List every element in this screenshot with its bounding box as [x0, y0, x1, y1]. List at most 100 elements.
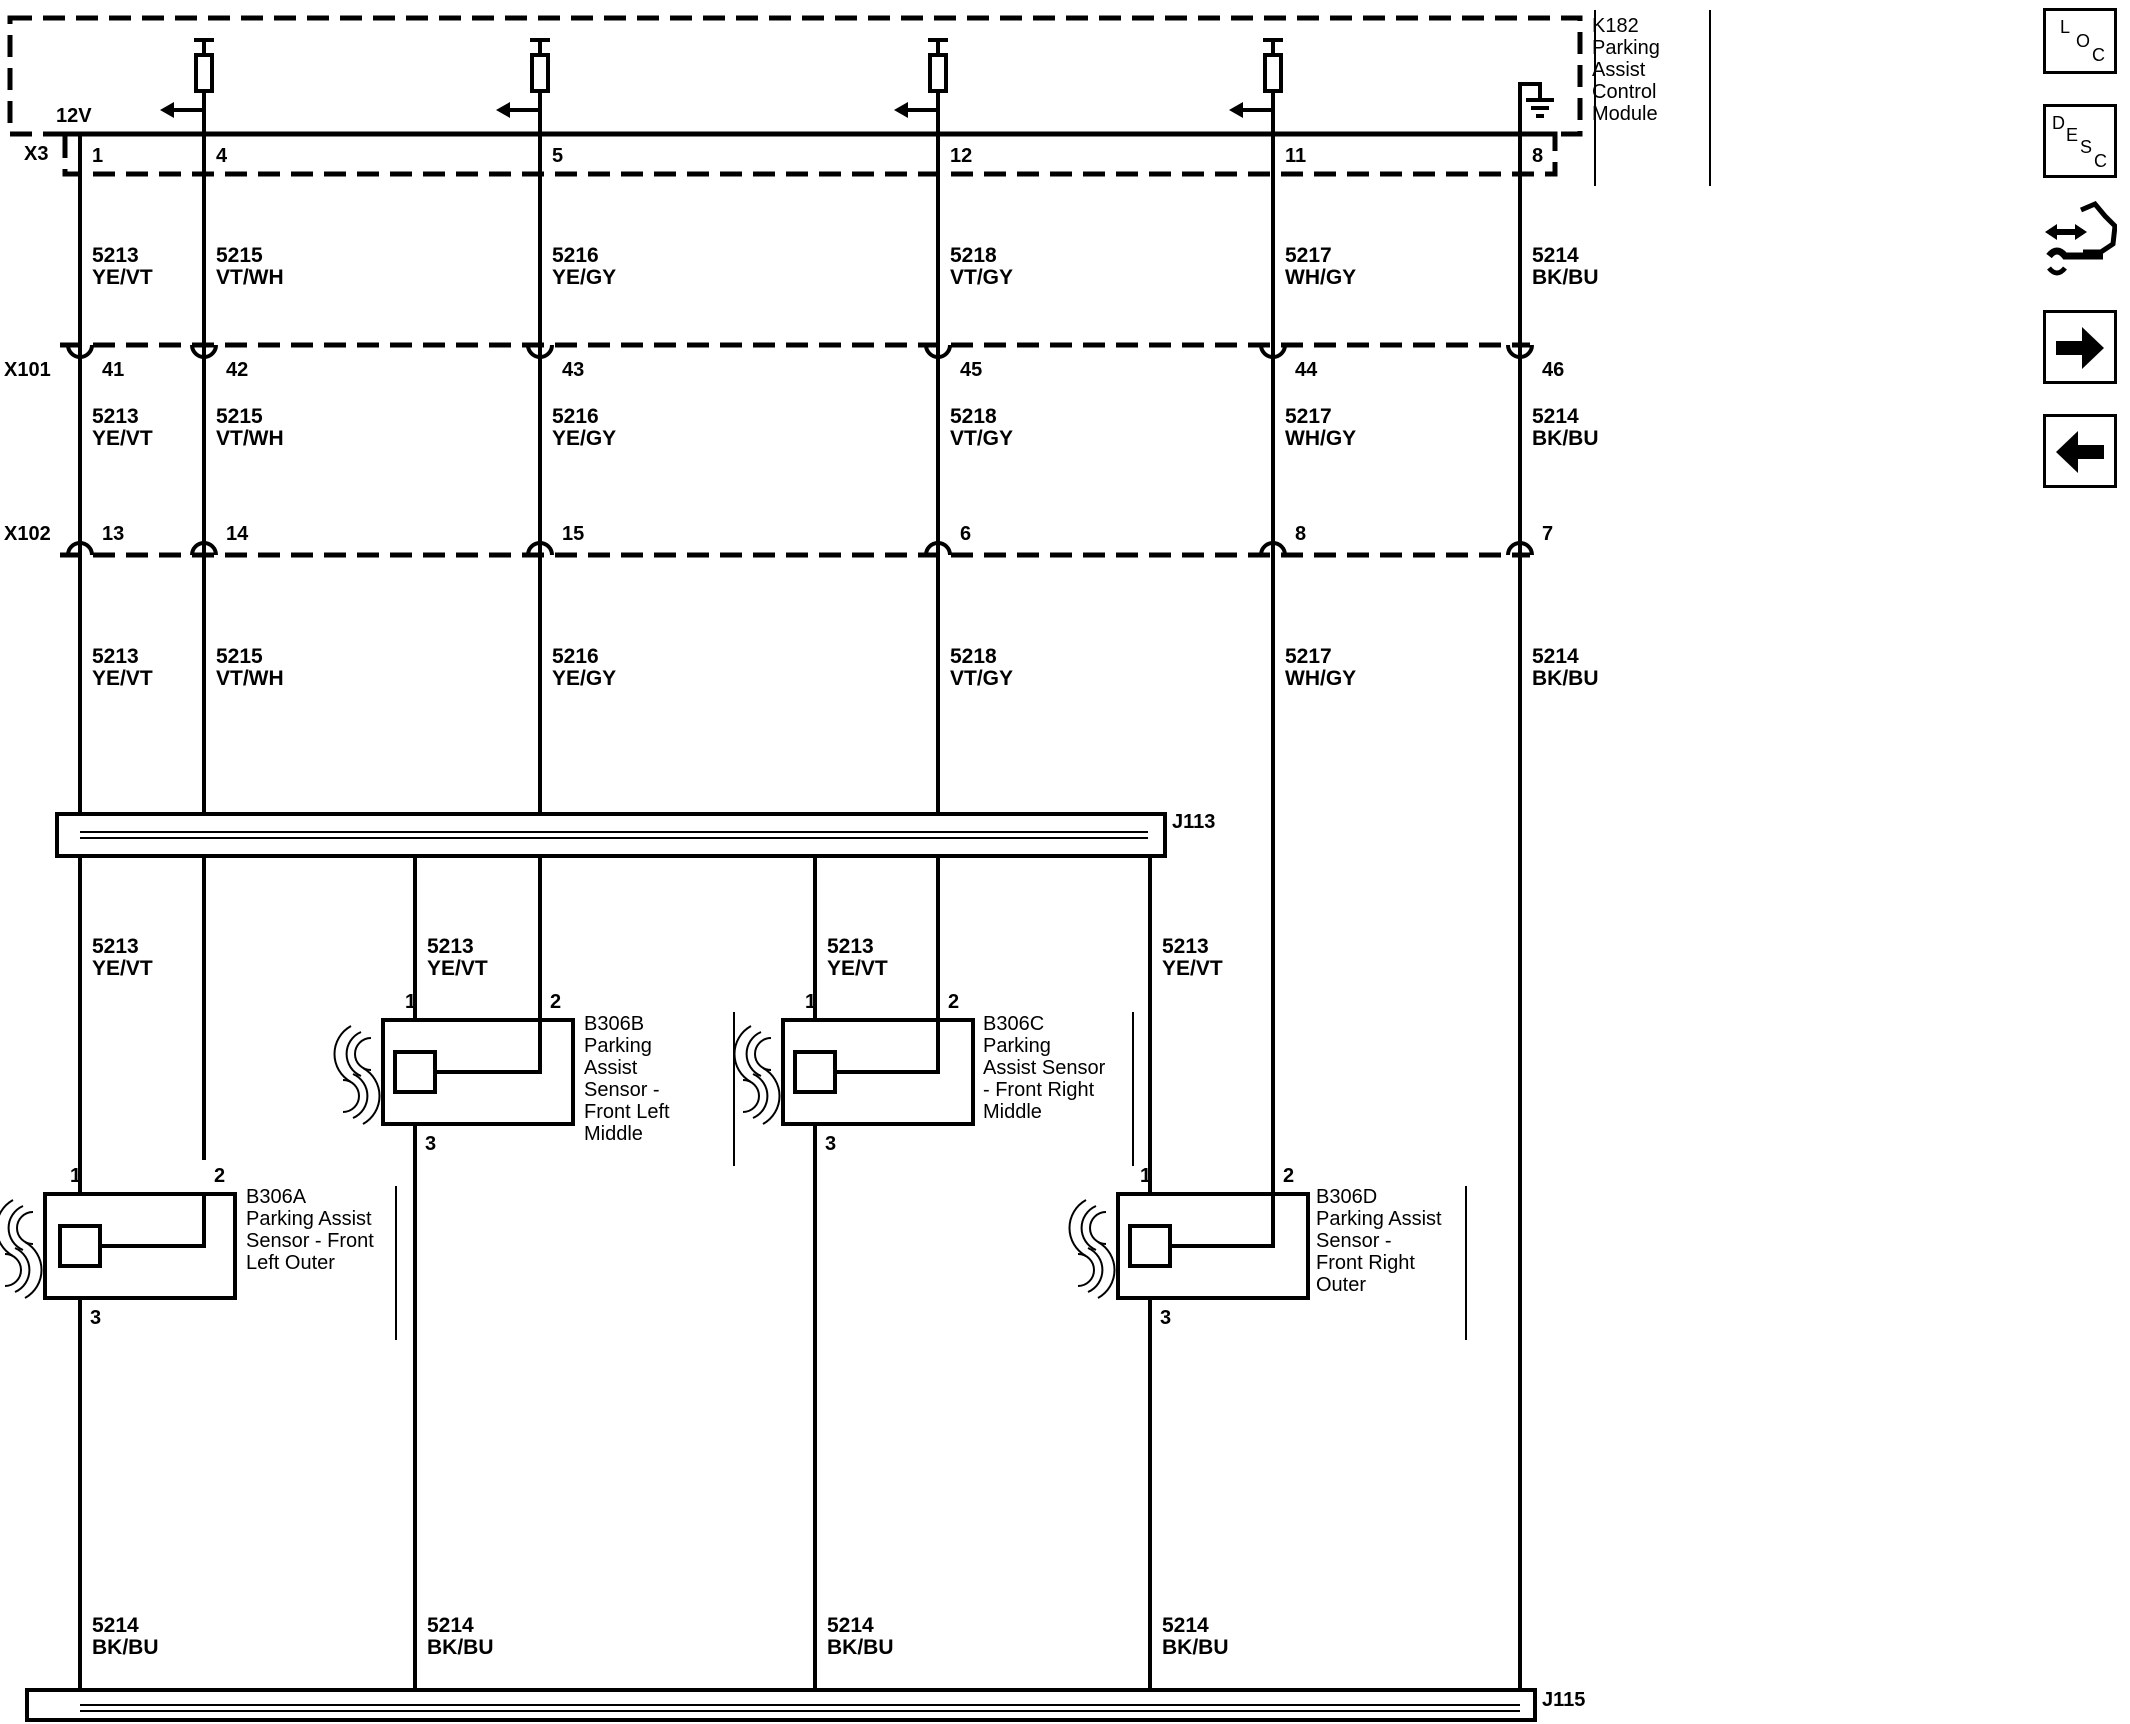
transducer-icon — [58, 1224, 102, 1268]
x102-pin-label: 6 — [960, 523, 971, 545]
circuit-color: YE/VT — [92, 667, 153, 690]
sensor-desc-line: Parking — [584, 1035, 652, 1057]
module-name-line: Parking — [1592, 37, 1660, 59]
circuit-color: WH/GY — [1285, 427, 1356, 450]
circuit-color: BK/BU — [1532, 667, 1599, 690]
sensor-desc-line: Sensor - Front — [246, 1230, 374, 1252]
next-button[interactable] — [2043, 310, 2117, 384]
circuit-number: 5216 — [552, 645, 599, 668]
ground-icon — [1518, 82, 1554, 160]
circuit-color: VT/WH — [216, 266, 284, 289]
sensor-desc-line: Front Left — [584, 1101, 670, 1123]
transducer-icon — [393, 1050, 437, 1094]
ground-circuit-color: BK/BU — [1162, 1636, 1229, 1659]
x101-pin-label: 45 — [960, 359, 982, 381]
module-pin-label: 4 — [216, 145, 228, 167]
connector-pin-x102 — [924, 541, 952, 556]
connector-pin-x101 — [190, 344, 218, 359]
loc-button[interactable]: L O C — [2043, 8, 2117, 74]
connector-pin-x102 — [1506, 541, 1534, 556]
ultrasonic-send-icon — [733, 1025, 772, 1083]
connector-pin-x102 — [190, 541, 218, 556]
branch-circuit-number: 5213 — [1162, 935, 1209, 958]
pullup-resistor-icon — [160, 38, 214, 118]
connector-label: X101 — [4, 359, 51, 381]
x101-pin-label: 41 — [102, 359, 124, 381]
circuit-color: VT/GY — [950, 266, 1013, 289]
circuit-number: 5213 — [92, 244, 139, 267]
branch-circuit-number: 5213 — [427, 935, 474, 958]
sensor-ref: B306A — [246, 1186, 307, 1208]
ground-circuit-color: BK/BU — [92, 1636, 159, 1659]
connector-pin-x102 — [66, 541, 94, 556]
module-internal-circuits — [160, 38, 1554, 160]
ultrasonic-receive-icon — [342, 1067, 381, 1125]
circuit-number: 5214 — [1532, 645, 1579, 668]
circuit-color: YE/GY — [552, 427, 616, 450]
x102-pin-label: 15 — [562, 523, 584, 545]
ground-circuit-number: 5214 — [92, 1614, 139, 1637]
connector-pins — [66, 344, 1534, 556]
sensor-pin-label: 2 — [214, 1165, 225, 1187]
ultrasonic-receive-icon — [4, 1241, 43, 1299]
circuit-color: VT/WH — [216, 427, 284, 450]
connector-end-view-icon — [2045, 200, 2117, 276]
sensor-pin-label: 1 — [1140, 1165, 1151, 1187]
svg-text:L: L — [2060, 17, 2070, 37]
ground-circuit-number: 5214 — [1162, 1614, 1209, 1637]
svg-text:O: O — [2076, 31, 2090, 51]
branch-circuit-color: YE/VT — [1162, 957, 1223, 980]
desc-button[interactable]: D E S C — [2043, 104, 2117, 178]
x101-pin-label: 42 — [226, 359, 248, 381]
connector-pin-x101 — [526, 344, 554, 359]
wire-group — [75, 110, 1522, 1710]
svg-text:C: C — [2094, 151, 2107, 171]
k182-module: K182 Parking Assist Control Module X3 12… — [7, 10, 1711, 186]
transducer-icon — [1128, 1224, 1172, 1268]
module-pin-label: 11 — [1285, 145, 1306, 167]
circuit-number: 5215 — [216, 405, 263, 428]
sensor-pin-label: 3 — [90, 1307, 101, 1329]
x101-pin-label: 44 — [1295, 359, 1318, 381]
sensor-desc-line: Middle — [584, 1123, 643, 1145]
module-pin-label: 8 — [1532, 145, 1543, 167]
previous-button[interactable] — [2043, 414, 2117, 488]
signal-trace — [835, 1020, 940, 1074]
ultrasonic-send-icon — [1068, 1199, 1107, 1257]
connector-pin-x101 — [1506, 344, 1534, 359]
module-name-line: Module — [1592, 103, 1658, 125]
circuit-color: VT/GY — [950, 427, 1013, 450]
splice-j115: J115 — [25, 1688, 1585, 1722]
sensor-desc-line: - Front Right — [983, 1079, 1095, 1101]
module-pin-label: 1 — [92, 145, 103, 167]
signal-trace — [1170, 1194, 1275, 1248]
branch-circuit-number: 5213 — [92, 935, 139, 958]
circuit-color: VT/GY — [950, 667, 1013, 690]
location-icon: L O C — [2060, 17, 2105, 65]
sensor-ref: B306C — [983, 1013, 1044, 1035]
splice-label: J115 — [1542, 1689, 1585, 1711]
ground-circuit-color: BK/BU — [827, 1636, 894, 1659]
sensor-pin-label: 2 — [948, 991, 959, 1013]
ground-circuit-color: BK/BU — [427, 1636, 494, 1659]
ultrasonic-receive-icon — [742, 1067, 781, 1125]
sensor-desc-line: Sensor - — [1316, 1230, 1392, 1252]
pullup-resistor-icon — [1229, 38, 1283, 118]
sensor-pin-label: 3 — [1160, 1307, 1171, 1329]
connector-end-view-button[interactable] — [2043, 196, 2117, 292]
ultrasonic-send-icon — [333, 1025, 372, 1083]
circuit-number: 5217 — [1285, 244, 1332, 267]
circuit-number: 5216 — [552, 405, 599, 428]
circuit-number: 5214 — [1532, 244, 1579, 267]
circuit-color: YE/GY — [552, 667, 616, 690]
signal-trace — [100, 1194, 206, 1248]
module-ref: K182 — [1592, 15, 1639, 37]
branch-circuit-color: YE/VT — [92, 957, 153, 980]
circuit-number: 5213 — [92, 405, 139, 428]
branch-circuit-number: 5213 — [827, 935, 874, 958]
circuit-number: 5218 — [950, 405, 997, 428]
